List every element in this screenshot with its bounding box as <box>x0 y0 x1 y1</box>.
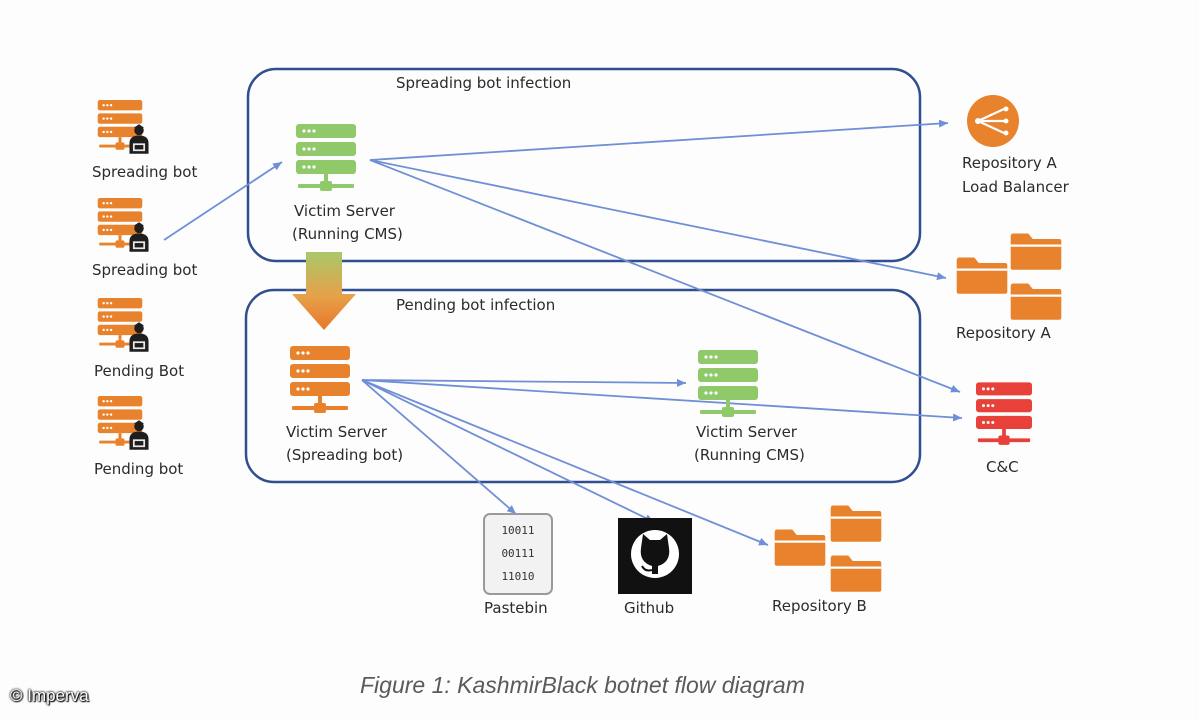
arrow-spreader-to-victim-cms <box>361 378 687 387</box>
connector-arrows <box>163 119 963 546</box>
pastebin-bits-3: 11010 <box>501 570 534 583</box>
victim-server-cms-icon <box>296 124 356 191</box>
image-credit: © Imperva <box>10 686 89 705</box>
left-bot-4 <box>97 396 149 450</box>
victim-server-cms-bottom-icon <box>698 350 758 417</box>
victim-server-spreading-icon <box>290 346 350 413</box>
figure-caption: Figure 1: KashmirBlack botnet flow diagr… <box>360 672 805 698</box>
github-label: Github <box>624 599 675 617</box>
pastebin-icon: 10011 00111 11010 <box>483 513 553 595</box>
arrow-spreader-to-cnc <box>361 379 963 422</box>
victim-cms-top-line2: (Running CMS) <box>292 225 403 243</box>
left-bot-3-label: Pending Bot <box>94 362 185 380</box>
left-bot-1 <box>97 100 149 154</box>
cnc-server-icon <box>976 382 1032 445</box>
spreading-box-title: Spreading bot infection <box>396 74 572 92</box>
arrow-spreader-to-repo-b <box>361 379 769 546</box>
repo-a-label: Repository A <box>956 324 1051 342</box>
pending-infection-box <box>244 288 922 484</box>
arrow-bot-to-victim <box>163 161 283 241</box>
pastebin-bits-2: 00111 <box>501 547 534 560</box>
transition-arrow <box>292 252 356 330</box>
repository-b-icon <box>773 504 883 593</box>
pastebin-label: Pastebin <box>484 599 548 617</box>
arrow-spreader-to-pastebin <box>361 379 517 515</box>
left-bot-2-label: Spreading bot <box>92 261 198 279</box>
lb-label-line1: Repository A <box>962 154 1057 172</box>
repository-a-icon <box>955 232 1063 321</box>
arrow-victim-to-repo-a <box>369 159 947 281</box>
victim-cms-bottom-line2: (Running CMS) <box>694 446 805 464</box>
arrow-victim-to-lb <box>369 119 949 161</box>
left-bot-2 <box>97 198 149 252</box>
left-bot-3 <box>97 298 149 352</box>
pending-box-title: Pending bot infection <box>396 296 556 314</box>
arrow-spreader-to-github <box>361 379 655 523</box>
lb-label-line2: Load Balancer <box>962 178 1069 196</box>
github-icon <box>618 518 692 594</box>
victim-spreading-line1: Victim Server <box>286 423 387 441</box>
victim-spreading-line2: (Spreading bot) <box>286 446 404 464</box>
left-bot-4-label: Pending bot <box>94 460 184 478</box>
left-bot-1-label: Spreading bot <box>92 163 198 181</box>
arrow-victim-to-cnc <box>369 159 961 393</box>
victim-cms-top-line1: Victim Server <box>294 202 395 220</box>
victim-cms-bottom-line1: Victim Server <box>696 423 797 441</box>
repo-b-label: Repository B <box>772 597 867 615</box>
spreading-infection-box <box>246 67 922 263</box>
pastebin-bits-1: 10011 <box>501 524 534 537</box>
load-balancer-icon <box>967 95 1019 147</box>
cnc-label: C&C <box>986 458 1019 476</box>
